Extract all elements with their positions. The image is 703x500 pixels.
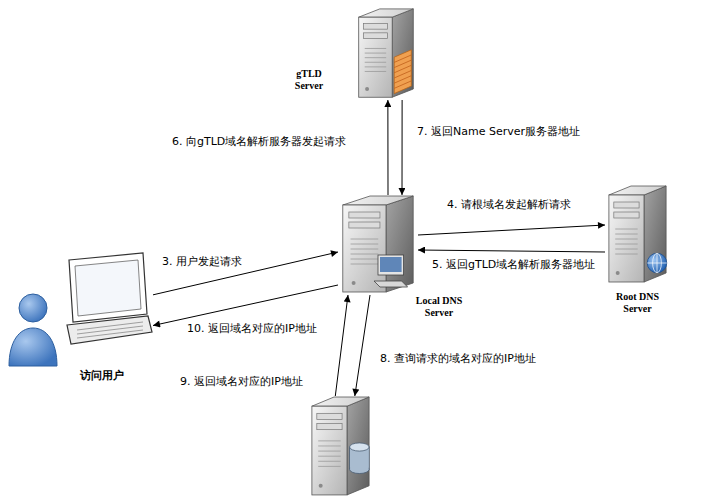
server-top: [343, 196, 413, 205]
laptop-display: [75, 260, 141, 316]
vent-line: [615, 249, 637, 250]
server-top: [359, 9, 414, 17]
vent-line: [351, 239, 379, 240]
server-icon: [308, 396, 373, 498]
arrow-connector: [402, 100, 403, 195]
user-body: [9, 328, 57, 366]
step-label: 5. 返回gTLD域名解析服务器地址: [430, 258, 597, 272]
vent-line: [318, 451, 340, 452]
vent-line: [351, 249, 379, 250]
power-button: [616, 271, 620, 275]
server-icon: [338, 195, 418, 295]
drive-bay: [317, 413, 342, 419]
user-node: 访问用户: [5, 250, 153, 368]
power-button: [319, 484, 323, 488]
vent-line: [365, 71, 386, 72]
vent-line: [351, 254, 379, 255]
server-node: [308, 396, 373, 498]
user-icon: [5, 250, 153, 368]
keyboard-row: [77, 330, 143, 338]
user-head: [19, 294, 47, 322]
drive-bay: [317, 424, 342, 430]
vent-line: [318, 466, 340, 467]
server-icon: [605, 185, 670, 285]
database-top: [350, 443, 370, 451]
arrow-connector: [355, 295, 370, 396]
arrow-connector: [153, 252, 338, 295]
globe-axis: [657, 253, 658, 273]
node-label: Root DNS Server: [605, 291, 670, 315]
node-label: Local DNS Server: [408, 295, 470, 319]
vent-line: [365, 53, 386, 54]
step-label: 4. 请根域名发起解析请求: [445, 198, 573, 212]
node-label: gTLD Server: [285, 68, 333, 92]
vent-line: [365, 62, 386, 63]
drive-bay: [614, 212, 639, 218]
vent-line: [615, 244, 637, 245]
step-label: 3. 用户发起请求: [160, 255, 244, 269]
server-node: gTLD Server: [355, 8, 417, 100]
laptop-base: [67, 316, 152, 344]
vent-line: [365, 66, 386, 67]
step-label: 7. 返回Name Server服务器地址: [415, 125, 582, 139]
vent-line: [351, 264, 379, 265]
vent-line: [615, 234, 637, 235]
vent-line: [318, 461, 340, 462]
drive-bay: [349, 222, 380, 228]
server-node: Local DNS Server: [338, 195, 418, 295]
drive-bay: [363, 33, 387, 39]
arrow-connector: [335, 295, 348, 396]
vent-line: [318, 445, 340, 446]
server-side: [386, 196, 413, 292]
globe: [647, 253, 667, 273]
panel-stripe: [394, 81, 411, 88]
node-label: 访问用户: [67, 369, 137, 382]
server-front: [312, 406, 347, 495]
arrow-connector: [418, 250, 605, 252]
monitor: [378, 255, 404, 275]
server-front: [359, 17, 392, 97]
keyboard-row: [77, 326, 143, 334]
step-label: 9. 返回域名对应的IP地址: [178, 375, 305, 389]
orange-panel: [394, 50, 411, 94]
power-button: [352, 281, 356, 285]
vent-line: [351, 244, 379, 245]
monitor-screen: [380, 257, 402, 272]
server-node: Root DNS Server: [605, 185, 670, 285]
server-top: [609, 186, 666, 195]
step-label: 10. 返回域名对应的IP地址: [185, 322, 319, 336]
drive-bay: [363, 24, 387, 30]
laptop-screen: [69, 253, 147, 322]
arrow-connector: [387, 100, 388, 195]
vent-line: [365, 57, 386, 58]
arrow-connector: [418, 225, 605, 235]
vent-line: [318, 440, 340, 441]
vent-line: [615, 239, 637, 240]
power-button: [365, 87, 369, 91]
vent-line: [351, 259, 379, 260]
server-side: [644, 186, 666, 282]
server-side: [392, 9, 413, 97]
drive-bay: [349, 212, 380, 218]
vent-line: [318, 456, 340, 457]
keyboard: [374, 281, 408, 287]
server-front: [343, 205, 386, 292]
step-label: 6. 向gTLD域名解析服务器发起请求: [170, 135, 348, 149]
step-label: 8. 查询请求的域名对应的IP地址: [378, 352, 538, 366]
server-front: [609, 195, 644, 282]
drive-bay: [614, 202, 639, 208]
server-icon: [355, 8, 417, 100]
server-top: [312, 397, 369, 406]
keyboard-row: [77, 322, 143, 330]
server-side: [347, 397, 369, 495]
vent-line: [615, 229, 637, 230]
arrow-connector: [153, 285, 338, 326]
vent-line: [365, 48, 386, 49]
vent-line: [615, 254, 637, 255]
